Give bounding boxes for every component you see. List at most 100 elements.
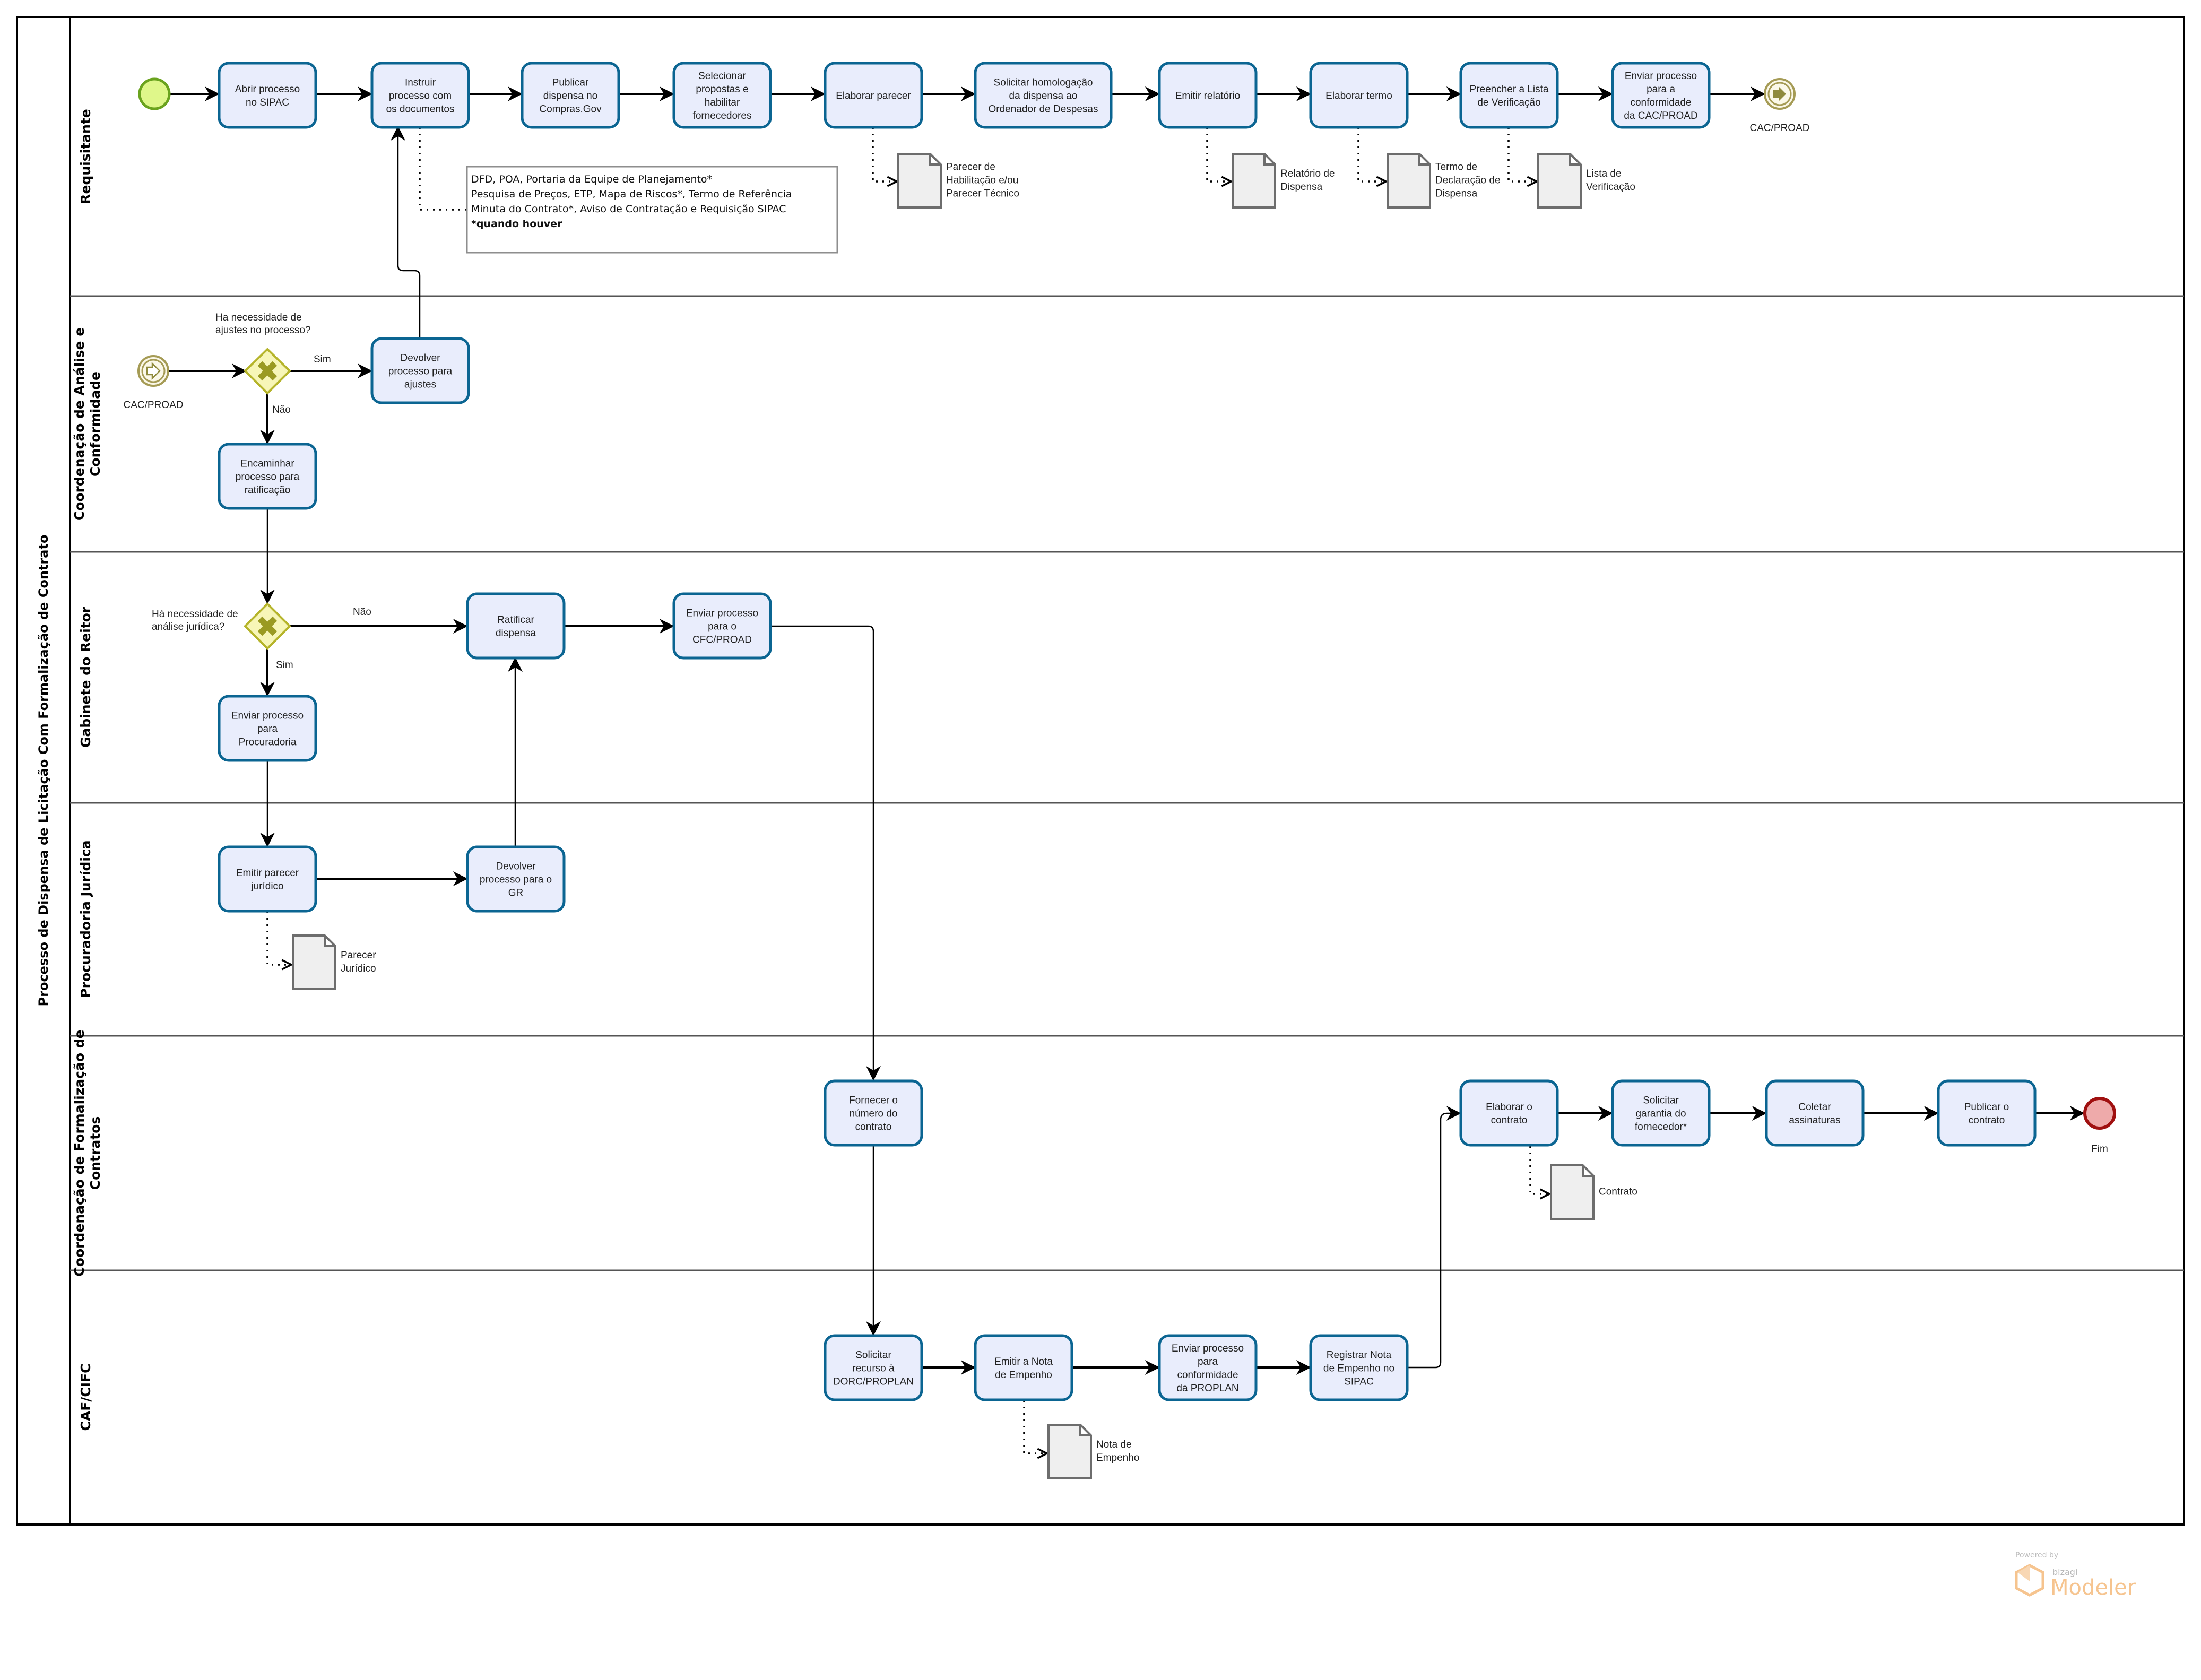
task-elaborar-parecer[interactable]: Elaborar parecer — [824, 62, 923, 129]
end-label: Fim — [2091, 1144, 2108, 1155]
task-box — [521, 62, 620, 129]
task-label: Enviar processo — [231, 711, 304, 722]
task-label: da PROPLAN — [1176, 1383, 1238, 1394]
document-label: Parecer Técnico — [946, 188, 1019, 200]
task-label: processo para — [388, 366, 453, 377]
document-contrato[interactable]: Contrato — [1550, 1164, 1637, 1220]
task-label: contrato — [855, 1122, 892, 1133]
task-box — [824, 1334, 923, 1401]
end-event[interactable] — [2083, 1097, 2116, 1130]
task-elaborar-termo[interactable]: Elaborar termo — [1309, 62, 1409, 129]
document-icon — [292, 934, 336, 990]
task-label: Publicar — [552, 77, 589, 89]
task-label: Elaborar o — [1486, 1102, 1532, 1113]
gateway-ajustes[interactable] — [244, 348, 291, 395]
document-label: Relatório de — [1280, 168, 1335, 179]
task-label: de Empenho — [995, 1370, 1052, 1381]
task-box — [1309, 1334, 1409, 1401]
end-message-label: CAC/PROAD — [1750, 123, 1810, 134]
task-box — [218, 62, 317, 129]
document-label: Jurídico — [341, 963, 376, 974]
task-label: Abrir processo — [235, 84, 300, 95]
task-label: no SIPAC — [246, 97, 289, 108]
lanes: Requisitante Coordenação de Análise e Co… — [70, 109, 2184, 1431]
task-label: garantia do — [1635, 1109, 1686, 1120]
lane-cac: Coordenação de Análise e Conformidade — [72, 327, 103, 521]
end-message-event[interactable] — [1764, 78, 1796, 110]
task-label: de Verificação — [1477, 97, 1540, 108]
gateway-question: análise jurídica? — [152, 621, 224, 633]
association — [1023, 1400, 1047, 1453]
lane-title: Conformidade — [88, 371, 103, 477]
association — [1529, 1146, 1549, 1194]
associations — [266, 127, 1549, 1453]
document-icon — [1232, 153, 1276, 209]
lane-title: Contratos — [88, 1116, 103, 1190]
task-label: processo para — [236, 472, 300, 483]
task-label: Selecionar — [698, 71, 746, 82]
task-label: fornecedores — [693, 110, 752, 122]
task-label: para — [1198, 1356, 1218, 1367]
start-message-label: CAC/PROAD — [124, 400, 184, 411]
task-label: Solicitar — [855, 1350, 891, 1361]
annotation-line: Pesquisa de Preços, ETP, Mapa de Riscos*… — [471, 188, 792, 200]
association — [872, 127, 897, 181]
task-label: Fornecer o — [849, 1095, 898, 1106]
pool-title: Processo de Dispensa de Licitação Com Fo… — [36, 535, 51, 1007]
association — [419, 127, 467, 211]
document-label: Contrato — [1599, 1187, 1637, 1198]
annotation-line: Minuta do Contrato*, Aviso de Contrataçã… — [471, 203, 786, 215]
task-box — [974, 62, 1113, 129]
gateway-juridica[interactable] — [244, 602, 291, 650]
gateway-question: Há necessidade de — [152, 609, 238, 620]
task-emitir-relatorio[interactable]: Emitir relatório — [1158, 62, 1258, 129]
task-box — [370, 62, 470, 129]
document-icon — [897, 153, 942, 209]
task-label: Devolver — [401, 353, 441, 364]
lane-title: Gabinete do Reitor — [78, 606, 93, 748]
task-label: Ordenador de Despesas — [988, 104, 1098, 115]
bizagi-logo: Powered by bizagi Modeler — [2015, 1551, 2136, 1600]
start-message-event[interactable] — [137, 355, 169, 387]
message-arrow-icon — [1773, 86, 1786, 101]
pool: Processo de Dispensa de Licitação Com Fo… — [16, 16, 2185, 1526]
task-abrir[interactable]: Abrir processo no SIPAC — [218, 62, 317, 129]
start-event[interactable] — [138, 77, 171, 110]
task-label: contrato — [1491, 1115, 1528, 1126]
document-label: Dispensa — [1435, 188, 1478, 200]
task-box — [672, 592, 772, 660]
task-box — [1158, 1334, 1258, 1401]
task-elaborar-contrato[interactable]: Elaborar o contrato — [1459, 1079, 1559, 1147]
task-label: conformidade — [1177, 1370, 1238, 1381]
task-box — [824, 1079, 923, 1147]
